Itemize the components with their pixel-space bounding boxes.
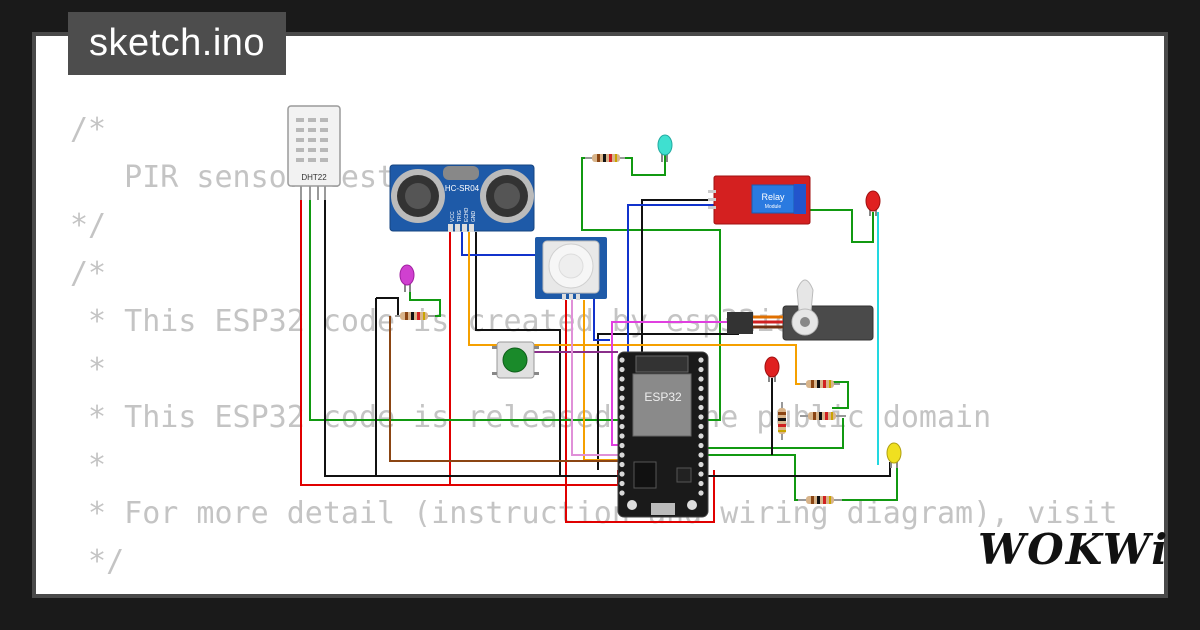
- code-line: /*: [70, 256, 107, 291]
- esp32-pin: [698, 423, 704, 430]
- esp32-pin: [698, 452, 704, 458]
- resistor[interactable]: [800, 380, 840, 388]
- wire-green: [409, 290, 441, 317]
- esp32-pin: [619, 414, 625, 420]
- wire-brown: [389, 316, 618, 462]
- led-red[interactable]: [764, 356, 780, 382]
- esp32-pin: [619, 385, 625, 392]
- pin-label: ECHO: [464, 207, 470, 222]
- wire-magenta: [611, 321, 727, 446]
- wire-black: [376, 297, 399, 316]
- esp32-pin: [698, 357, 704, 363]
- code-line: #define BLYNK_TEMPLATE_ID "TMPL3CW3VD1A": [70, 586, 1118, 594]
- esp32-pin: [698, 490, 704, 496]
- pin-label: GND: [471, 211, 477, 223]
- code-line: * This ESP32 code is released in the pub…: [70, 400, 992, 435]
- project-preview-card: /* PIR sensor test*//* * This ESP32 code…: [32, 32, 1168, 598]
- file-tab[interactable]: sketch.ino: [68, 12, 286, 75]
- wire-green: [835, 465, 898, 501]
- esp32-pin: [698, 461, 704, 468]
- resistor[interactable]: [800, 412, 846, 420]
- esp32-pin: [698, 404, 704, 411]
- resistor[interactable]: [778, 402, 786, 440]
- wire-green: [620, 155, 666, 176]
- wire-black: [475, 232, 561, 476]
- esp32-pin: [619, 490, 625, 496]
- pin-label: TRIG: [457, 210, 463, 222]
- esp32-pin: [698, 442, 704, 449]
- wokwi-logo: WOKWi: [978, 525, 1170, 574]
- esp32-pin: [619, 461, 625, 468]
- relay-sublabel: Module: [765, 204, 782, 210]
- pin-label: VCC: [450, 211, 456, 222]
- led-yellow[interactable]: [886, 442, 902, 468]
- esp32-board[interactable]: ESP32: [617, 351, 709, 518]
- esp32-pin: [698, 414, 704, 420]
- wire-green: [830, 381, 849, 409]
- relay-label: Relay: [761, 192, 785, 202]
- wire-green: [309, 157, 721, 421]
- wire-green: [707, 418, 844, 449]
- relay-module[interactable]: Relay Module: [708, 175, 811, 225]
- led-cyan[interactable]: [657, 134, 673, 162]
- esp32-pin: [698, 480, 704, 487]
- code-line: * For more detail (instruction and wirin…: [70, 496, 1118, 531]
- servo-motor[interactable]: [727, 279, 874, 341]
- esp32-pin: [698, 366, 704, 373]
- esp32-pin: [619, 357, 625, 363]
- esp32-pins: [619, 357, 704, 496]
- esp32-pin: [698, 385, 704, 392]
- resistor[interactable]: [585, 154, 625, 162]
- esp32-pin: [619, 433, 625, 439]
- wire-pink: [571, 300, 618, 456]
- wire-green: [808, 209, 874, 243]
- esp32-pin: [619, 395, 625, 401]
- esp32-pin: [619, 442, 625, 449]
- esp32-pin: [619, 376, 625, 382]
- code-line: *: [70, 448, 107, 483]
- pir-motion-sensor[interactable]: [535, 237, 607, 300]
- wire-red: [565, 300, 715, 523]
- code-line: */: [70, 544, 125, 579]
- esp32-pin: [619, 480, 625, 487]
- hcsr04-label: HC-SR04: [445, 184, 480, 193]
- led-magenta[interactable]: [399, 264, 415, 292]
- dht-label: DHT22: [301, 173, 327, 182]
- wire-black: [324, 200, 618, 477]
- resistor[interactable]: [395, 312, 435, 320]
- esp32-label: ESP32: [644, 390, 682, 404]
- wire-black: [707, 462, 891, 477]
- esp32-pin: [619, 423, 625, 430]
- code-line: */: [70, 208, 107, 243]
- led-red[interactable]: [865, 190, 881, 216]
- code-line: /*: [70, 112, 107, 147]
- esp32-pin: [619, 471, 625, 477]
- hc-sr04-ultrasonic-sensor[interactable]: HC-SR04 VCC TRIG ECHO GND: [389, 164, 535, 232]
- esp32-pin: [619, 366, 625, 373]
- push-button[interactable]: [492, 341, 539, 379]
- dht22-sensor[interactable]: DHT22: [287, 105, 341, 200]
- esp32-pin: [698, 433, 704, 439]
- wire-green: [707, 454, 805, 501]
- resistor[interactable]: [798, 496, 842, 504]
- esp32-pin: [619, 452, 625, 458]
- esp32-pin: [619, 404, 625, 411]
- wire-orange: [468, 232, 806, 385]
- esp32-pin: [698, 376, 704, 382]
- esp32-pin: [698, 471, 704, 477]
- code-line: *: [70, 352, 107, 387]
- esp32-pin: [698, 395, 704, 401]
